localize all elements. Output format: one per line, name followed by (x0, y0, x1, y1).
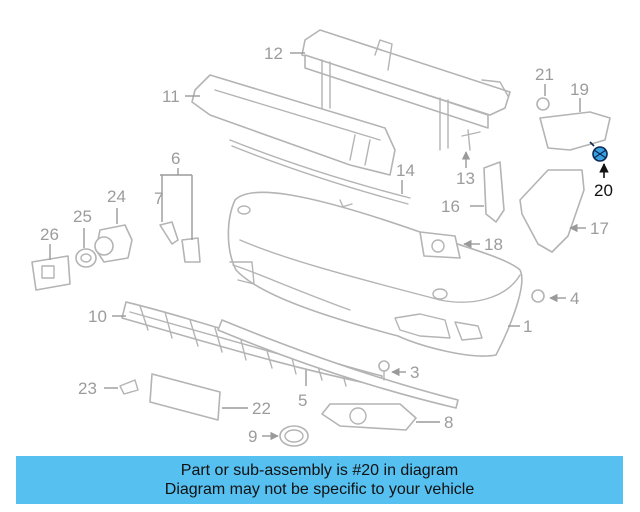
callout-13: 13 (456, 169, 475, 188)
callout-6: 6 (171, 149, 180, 168)
leader-6 (160, 168, 193, 240)
part-11-energy-absorber (191, 74, 396, 176)
part-4-clip (531, 289, 545, 303)
part-5-spoiler (217, 319, 459, 409)
callout-7: 7 (154, 189, 163, 208)
callout-14: 14 (396, 161, 415, 180)
banner-line-1: Part or sub-assembly is #20 in diagram (180, 462, 459, 479)
part-13-bolt (461, 129, 481, 151)
part-18-fog-bracket (419, 231, 461, 259)
callout-24: 24 (107, 187, 126, 206)
part-8-fog-grille (321, 403, 417, 431)
part-9-gasket (279, 425, 309, 447)
part-23-plug (119, 379, 139, 395)
part-25-sensor-ring (75, 248, 97, 268)
part-20-screw (589, 141, 608, 162)
callout-9: 9 (248, 427, 257, 446)
banner-line-2: Diagram may not be specific to your vehi… (164, 481, 475, 498)
part-26-sensor-holder (31, 255, 71, 291)
part-14-upper-strip (229, 139, 411, 199)
callout-11: 11 (162, 87, 180, 106)
info-banner: Part or sub-assembly is #20 in diagram D… (16, 456, 623, 504)
callout-21: 21 (535, 65, 554, 84)
callout-1: 1 (523, 317, 532, 336)
part-17-guide-bracket (519, 169, 585, 253)
callout-10: 10 (88, 307, 107, 326)
part-22-license-plate (149, 373, 221, 421)
callout-16: 16 (441, 197, 460, 216)
callout-5: 5 (298, 391, 307, 410)
callout-12: 12 (264, 44, 283, 63)
callout-20: 20 (594, 181, 613, 200)
part-3-clip (378, 360, 390, 381)
callout-23: 23 (78, 379, 97, 398)
part-1-bumper-cover (227, 191, 523, 357)
callout-8: 8 (444, 413, 453, 432)
callout-17: 17 (590, 219, 609, 238)
callout-18: 18 (484, 235, 503, 254)
part-6-7-brackets (159, 221, 201, 263)
part-16-side-bracket (483, 161, 505, 223)
callout-3: 3 (410, 363, 419, 382)
callout-4: 4 (570, 289, 579, 308)
part-21-rivet (536, 97, 550, 111)
part-12-reinforcement-bar (301, 29, 511, 151)
part-24-parking-sensor (94, 224, 133, 263)
callout-22: 22 (252, 399, 271, 418)
callout-26: 26 (40, 225, 59, 244)
callout-25: 25 (73, 207, 92, 226)
part-19-mount (539, 111, 611, 151)
callout-19: 19 (570, 80, 589, 99)
